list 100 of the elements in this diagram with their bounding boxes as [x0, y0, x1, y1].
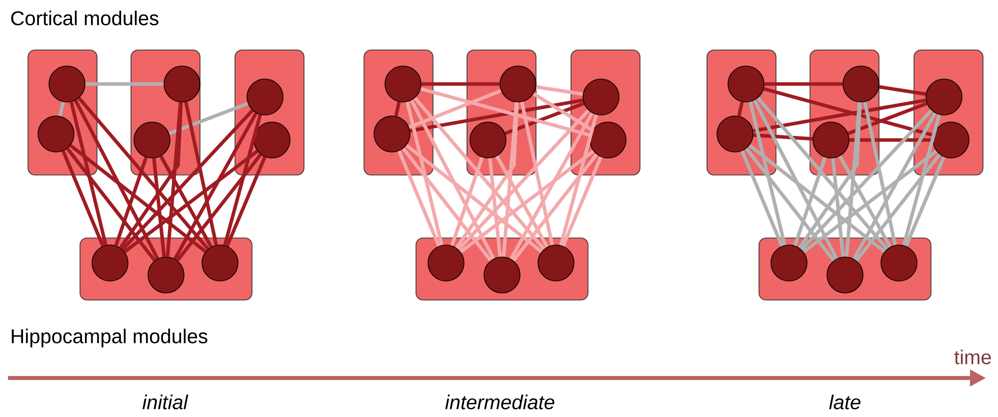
neuron-circle — [254, 122, 290, 158]
connection-line — [405, 144, 543, 253]
connection-line — [904, 156, 946, 247]
neuron-circle — [716, 116, 754, 152]
neuron-circle — [500, 66, 536, 102]
connection-line — [173, 112, 258, 260]
stage-label: initial — [142, 394, 188, 410]
connection-line — [763, 87, 934, 137]
connection-line — [408, 89, 502, 129]
neuron-circle — [148, 256, 184, 294]
axis-label: time — [954, 350, 991, 364]
neuron-circle — [246, 78, 284, 116]
neuron-circle — [470, 122, 506, 158]
neuron-circle — [538, 244, 574, 282]
stage-label: late — [829, 394, 860, 410]
connection-line — [124, 150, 258, 254]
connection-line — [394, 102, 401, 116]
connection-line — [62, 150, 105, 247]
connection-line — [457, 109, 590, 251]
neuron-circle — [484, 256, 520, 294]
neuron-circle — [48, 66, 86, 102]
neuron-circle — [92, 244, 128, 282]
neuron-circle — [38, 116, 74, 152]
connection-line — [844, 102, 862, 257]
neuron-circle — [880, 244, 918, 282]
connection-line — [119, 102, 183, 249]
connection-line — [406, 101, 444, 246]
connection-line — [226, 156, 266, 247]
connection-line — [536, 85, 584, 96]
neuron-circle — [134, 122, 170, 158]
connection-line — [802, 150, 938, 254]
neuron-circle — [164, 66, 200, 102]
connection-line — [798, 102, 862, 249]
connection-line — [402, 147, 492, 262]
connection-line — [854, 153, 942, 262]
neuron-circle — [770, 244, 808, 282]
connection-line — [512, 153, 598, 262]
connection-line — [748, 101, 786, 246]
connection-line — [831, 158, 845, 257]
connection-line — [737, 102, 744, 116]
neuron-circle — [202, 244, 238, 282]
section-heading: Hippocampal modules — [12, 328, 208, 348]
connection-line — [420, 87, 591, 137]
connection-line — [902, 114, 941, 246]
connection-line — [85, 82, 164, 86]
connection-line — [800, 109, 933, 251]
neuron-circle — [590, 122, 626, 158]
connection-line — [520, 102, 554, 246]
neuron-circle — [842, 66, 880, 102]
connection-line — [748, 144, 886, 253]
connection-line — [410, 98, 584, 133]
connection-line — [878, 85, 926, 96]
connection-line — [121, 109, 254, 251]
connection-line — [753, 133, 813, 141]
connection-line — [69, 144, 207, 253]
connection-line — [421, 82, 500, 86]
neuron-circle — [728, 66, 764, 102]
connection-line — [460, 150, 594, 254]
connection-line — [838, 155, 892, 248]
stage-label: intermediate — [445, 394, 554, 410]
connection-line — [66, 147, 156, 262]
connection-line — [398, 150, 441, 247]
connection-line — [848, 102, 928, 136]
connection-line — [223, 114, 262, 246]
neuron-circle — [926, 78, 962, 116]
neuron-circle — [812, 122, 850, 158]
connection-line — [562, 156, 602, 247]
connection-line — [414, 96, 546, 250]
connection-line — [504, 102, 584, 136]
connection-line — [159, 155, 213, 248]
connection-line — [559, 114, 598, 246]
connection-line — [114, 156, 148, 246]
connection-line — [744, 147, 836, 262]
connection-line — [78, 96, 210, 250]
connection-line — [184, 102, 218, 246]
neuron-circle — [384, 66, 422, 102]
neuron-circle — [582, 78, 620, 116]
connection-line — [410, 100, 496, 260]
connection-line — [793, 156, 827, 246]
connection-line — [176, 153, 262, 262]
section-heading: Cortical modules — [11, 10, 158, 26]
connection-line — [764, 82, 843, 86]
connection-line — [488, 158, 502, 257]
connection-line — [455, 102, 519, 249]
connection-line — [502, 102, 518, 257]
connection-line — [752, 98, 926, 133]
connection-line — [58, 102, 65, 116]
connection-line — [450, 156, 484, 246]
connection-line — [532, 92, 594, 132]
connection-line — [752, 100, 838, 260]
connection-line — [152, 158, 166, 257]
neuron-circle — [826, 256, 864, 294]
connection-line — [74, 100, 160, 260]
connection-line — [166, 102, 182, 257]
connection-line — [756, 96, 888, 250]
connection-line — [852, 112, 937, 260]
connection-line — [168, 102, 248, 136]
connection-line — [849, 138, 933, 142]
connection-line — [509, 112, 594, 260]
connection-line — [740, 150, 784, 247]
